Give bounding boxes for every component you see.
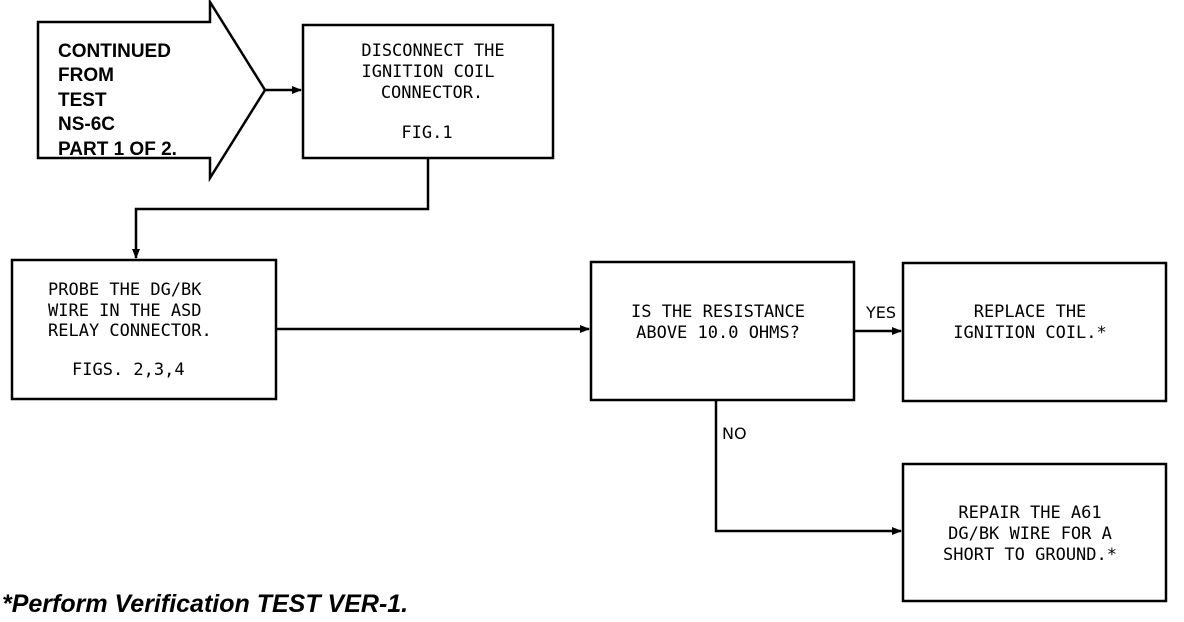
repair-box: REPAIR THE A61 DG/BK WIRE FOR A SHORT TO… — [901, 462, 1168, 603]
start-line-2: FROM — [58, 65, 114, 86]
repair-line-2: DG/BK WIRE FOR A — [948, 524, 1112, 544]
question-box: IS THE RESISTANCE ABOVE 10.0 OHMS? — [589, 260, 856, 402]
edge-disconnect-to-probe — [132, 158, 430, 259]
start-line-5: PART 1 OF 2. — [58, 139, 177, 160]
probe-line-1: PROBE THE DG/BK — [48, 280, 202, 300]
replace-box: REPLACE THE IGNITION COIL.* — [901, 261, 1168, 403]
start-arrow: CONTINUED FROM TEST NS-6C PART 1 OF 2. — [36, 0, 267, 183]
repair-line-3: SHORT TO GROUND.* — [943, 545, 1117, 565]
replace-line-1: REPLACE THE — [974, 302, 1087, 322]
edge-yes-label: YES — [865, 303, 896, 322]
probe-line-2: WIRE IN THE ASD — [48, 301, 202, 321]
start-line-4: NS-6C — [58, 114, 115, 135]
repair-line-1: REPAIR THE A61 — [958, 503, 1101, 523]
edge-question-to-repair — [714, 400, 902, 535]
probe-ref: FIGS. 2,3,4 — [72, 360, 185, 380]
disconnect-line-1: DISCONNECT THE — [361, 41, 504, 61]
question-line-2: ABOVE 10.0 OHMS? — [636, 323, 800, 343]
disconnect-line-2: IGNITION COIL — [361, 62, 494, 82]
edge-no-label: NO — [722, 424, 747, 443]
footnote: *Perform Verification TEST VER-1. — [2, 590, 409, 618]
probe-line-3: RELAY CONNECTOR. — [48, 321, 212, 341]
probe-box: PROBE THE DG/BK WIRE IN THE ASD RELAY CO… — [10, 258, 278, 401]
replace-line-2: IGNITION COIL.* — [953, 323, 1107, 343]
start-line-3: TEST — [58, 90, 107, 111]
disconnect-ref: FIG.1 — [401, 123, 452, 143]
question-line-1: IS THE RESISTANCE — [631, 302, 805, 322]
disconnect-box: DISCONNECT THE IGNITION COIL CONNECTOR. … — [301, 23, 555, 160]
disconnect-line-3: CONNECTOR. — [381, 83, 483, 103]
start-line-1: CONTINUED — [58, 41, 171, 62]
